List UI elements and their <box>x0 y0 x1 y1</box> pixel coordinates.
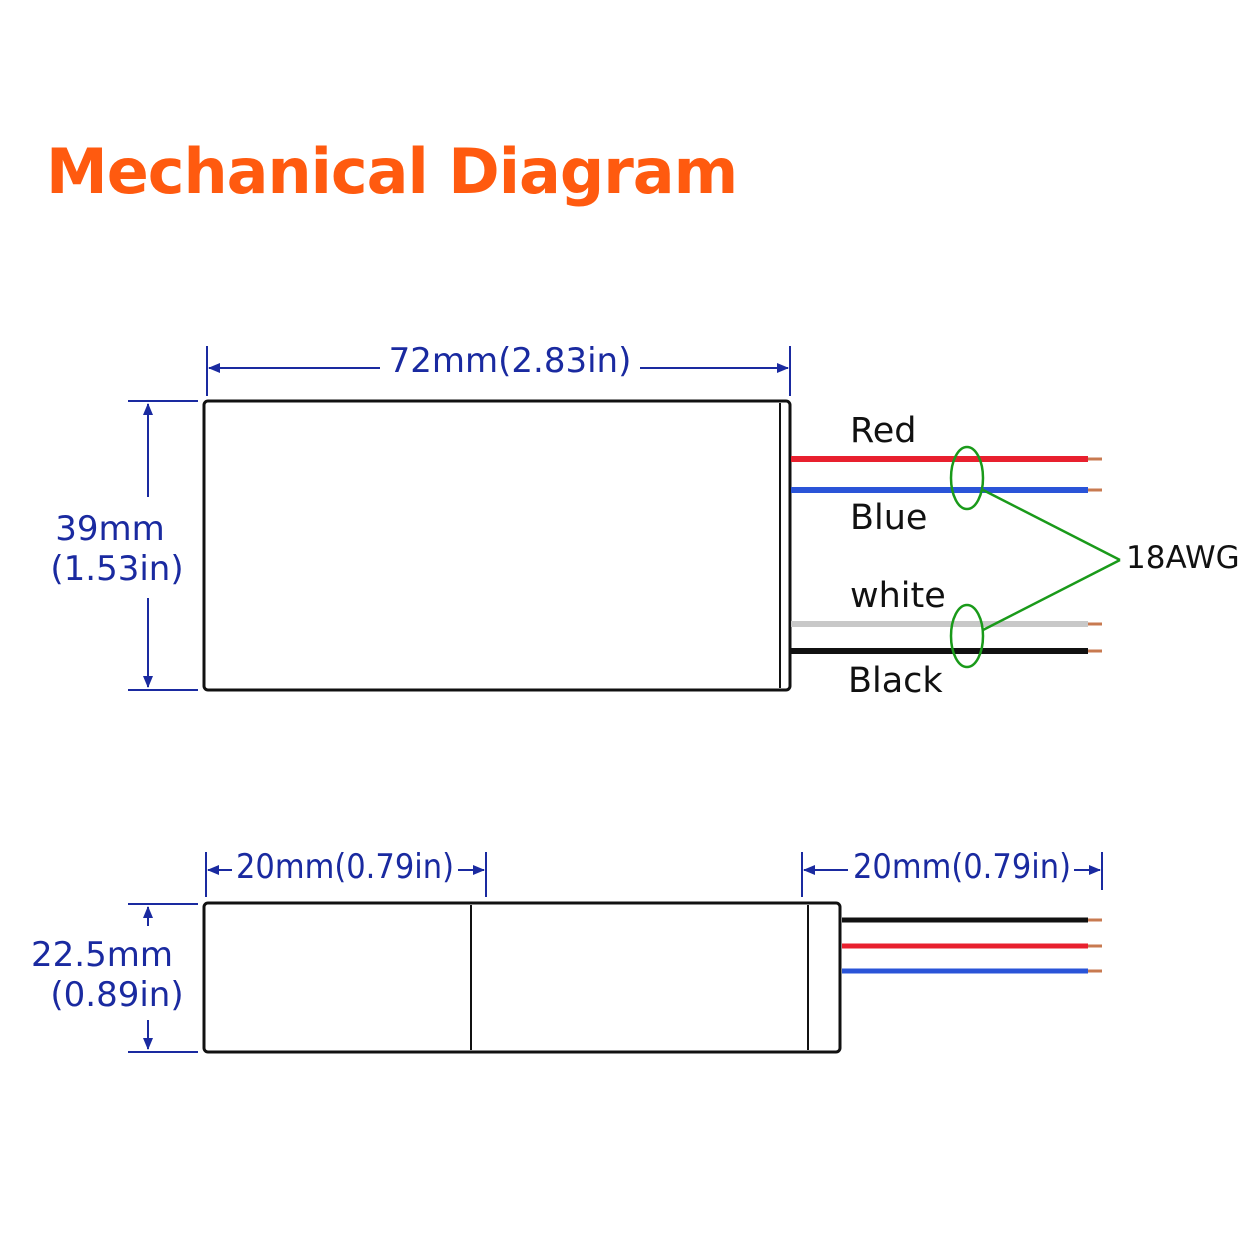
top-view: 72mm(2.83in) 39mm (1.53in) Red Blue whit… <box>50 341 1239 701</box>
length-dimension-label: 72mm(2.83in) <box>389 341 632 381</box>
black-wire-label: Black <box>848 661 943 701</box>
page-title: Mechanical Diagram <box>46 135 738 208</box>
height-dimension-label-line1: 39mm <box>55 509 165 549</box>
awg-callout-ellipse-lower <box>949 603 985 669</box>
side-view: 20mm(0.79in) 20mm(0.79in) 22.5mm (0.89in… <box>31 847 1103 1054</box>
blue-wire-label: Blue <box>850 498 927 538</box>
awg-callout-leader-upper <box>982 488 1121 562</box>
awg-callout-ellipse-upper <box>949 445 985 511</box>
awg-callout-leader-lower <box>982 558 1121 632</box>
white-wire-label: white <box>850 576 946 616</box>
awg-gauge-label: 18AWG <box>1126 540 1240 576</box>
height-dimension-label-line2: (1.53in) <box>50 549 183 589</box>
side-height-dimension-label-line1: 22.5mm <box>31 935 173 975</box>
left-section-dimension-label: 20mm(0.79in) <box>236 847 454 887</box>
red-wire-label: Red <box>850 411 917 451</box>
top-view-body <box>202 399 792 692</box>
side-height-dimension-label-line2: (0.89in) <box>50 975 183 1015</box>
side-view-body <box>202 901 842 1054</box>
right-section-dimension-label: 20mm(0.79in) <box>853 847 1071 887</box>
